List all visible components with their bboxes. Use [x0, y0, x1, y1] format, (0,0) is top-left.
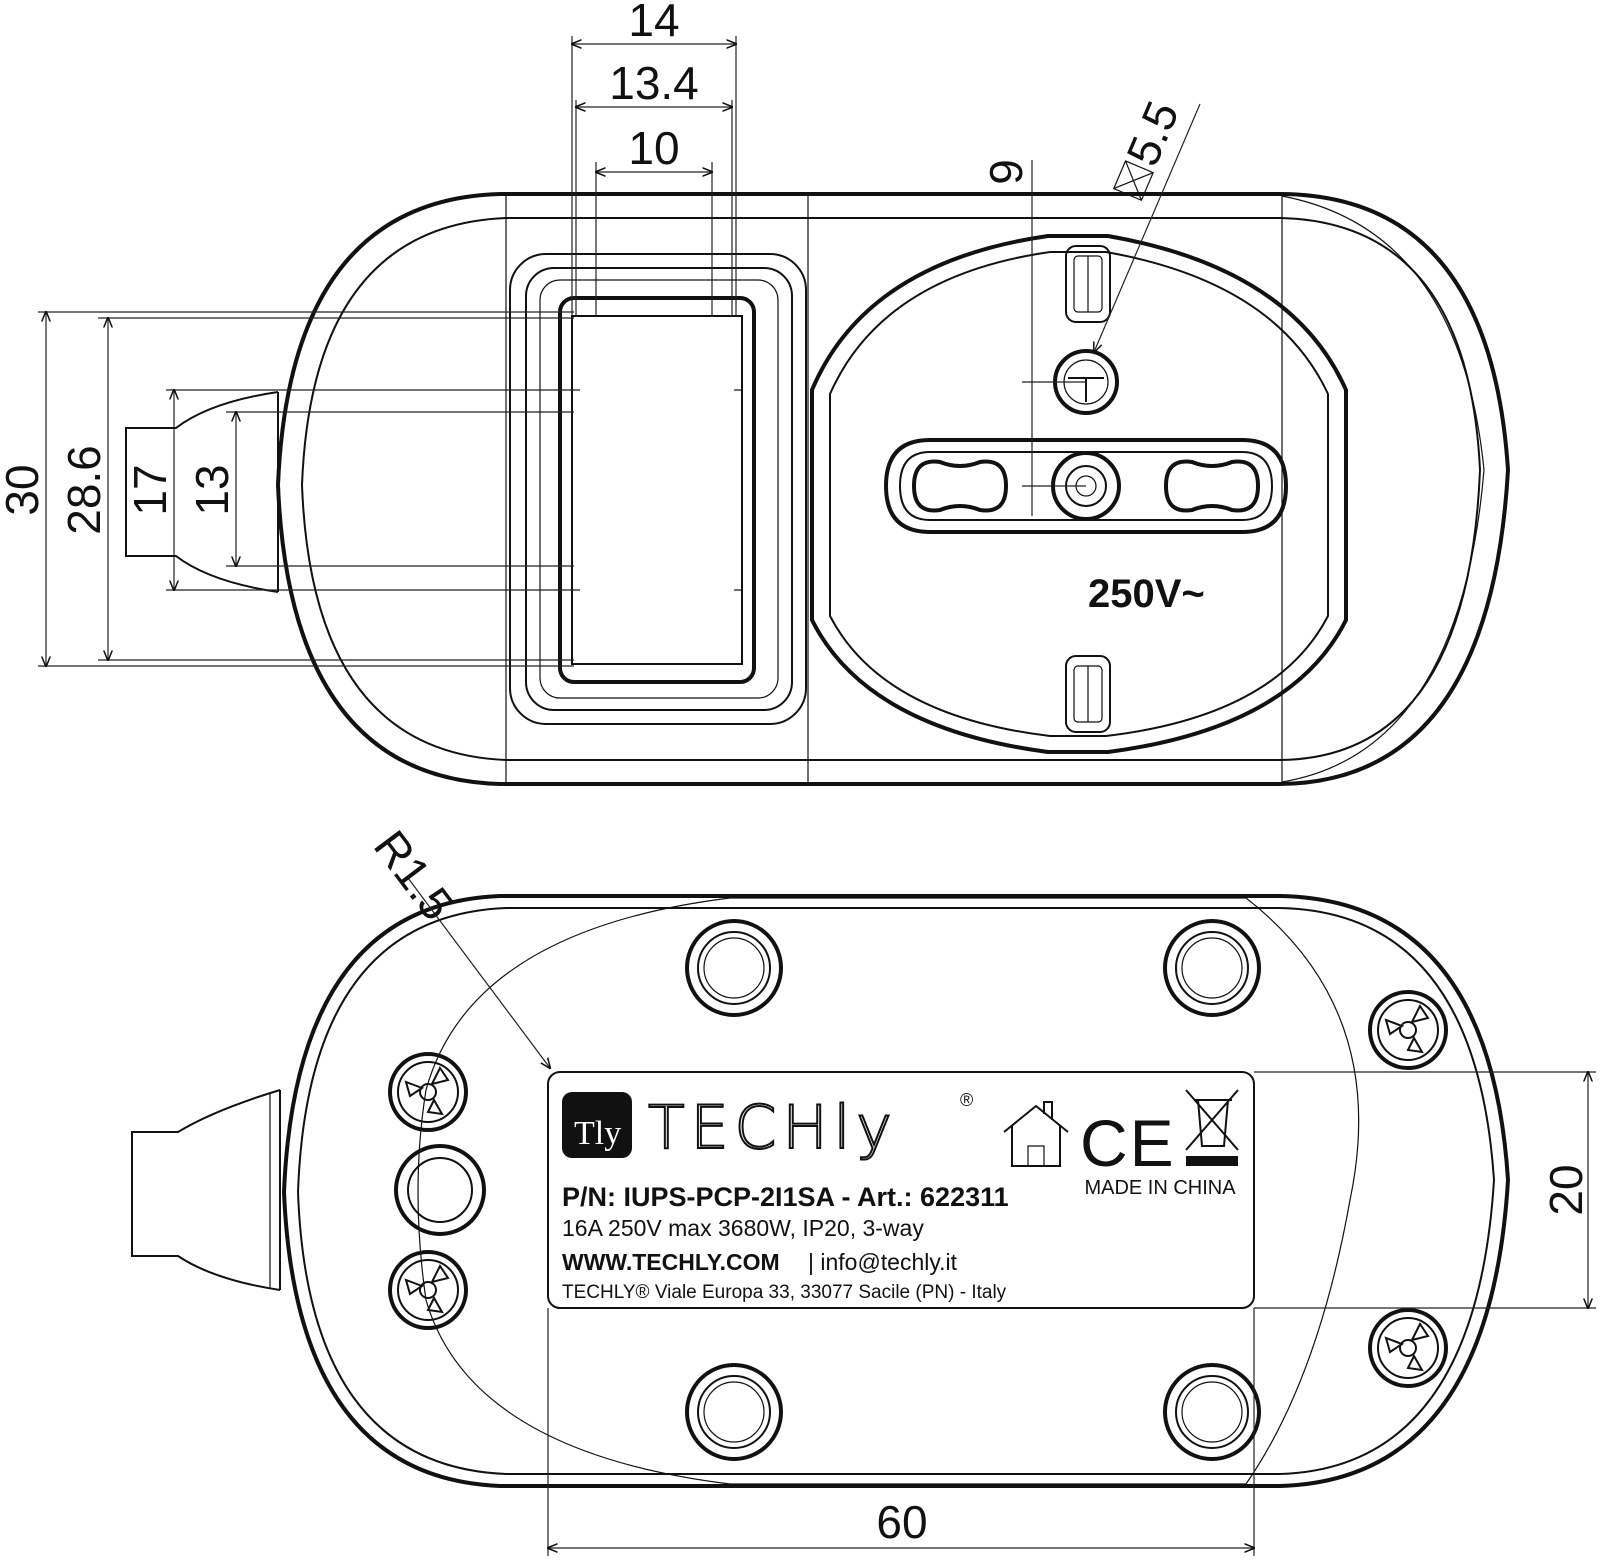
- bottom-body-outline: [281, 894, 1511, 1488]
- dim-60: 60: [876, 1496, 927, 1548]
- specs: 16A 250V max 3680W, IP20, 3-way: [562, 1215, 924, 1241]
- dim-9: 9: [980, 159, 1032, 185]
- top-body-inner-contour: [300, 217, 1482, 761]
- registered-mark: ®: [960, 1090, 973, 1110]
- website: WWW.TECHLY.COM: [562, 1249, 780, 1275]
- email: | info@techly.it: [808, 1249, 958, 1275]
- top-view: 250V~ 14 13.4 10 9: [0, 0, 1511, 786]
- dim-r1-5: R1.5: [364, 821, 464, 930]
- ce-mark-icon: CE: [1080, 1106, 1176, 1180]
- house-icon: [1003, 1101, 1069, 1167]
- dim-width-group: 14 13.4 10: [572, 0, 736, 316]
- part-number: P/N: IUPS-PCP-2I1SA - Art.: 622311: [562, 1182, 1009, 1212]
- voltage-mark: 250V~: [1088, 572, 1205, 616]
- dim-label-height: 20: [1254, 1072, 1596, 1308]
- weee-bin-icon: [1185, 1089, 1239, 1166]
- dim-14: 14: [628, 0, 679, 46]
- cord-strain-relief: [125, 391, 279, 593]
- made-in: MADE IN CHINA: [1084, 1177, 1236, 1199]
- brand-wordmark: TECHly: [648, 1093, 898, 1163]
- dim-17: 17: [124, 464, 176, 515]
- dim-28-6: 28.6: [58, 445, 110, 535]
- bottom-view: Tly TECHly ® CE MADE IN CHINA P/N: IUPS-…: [131, 821, 1596, 1556]
- dim-socket-offset: 9: [980, 159, 1086, 516]
- top-body-outline: [275, 192, 1511, 786]
- dim-label-width: 60: [548, 1308, 1254, 1556]
- screw-icon: [388, 990, 1448, 1388]
- product-label: Tly TECHly ® CE MADE IN CHINA P/N: IUPS-…: [547, 1071, 1255, 1309]
- dim-20: 20: [1540, 1164, 1592, 1215]
- dim-13-4: 13.4: [609, 57, 699, 109]
- cord-strain-relief-bottom: [131, 1089, 281, 1291]
- address: TECHLY® Viale Europa 33, 33077 Sacile (P…: [562, 1282, 1007, 1303]
- foot-pad-icon: [394, 919, 1261, 1461]
- italian-schuko-socket: 250V~: [810, 234, 1348, 754]
- switch-window: [509, 253, 807, 725]
- dim-10: 10: [628, 122, 679, 174]
- dim-13: 13: [186, 464, 238, 515]
- logo-letters: Tly: [574, 1115, 621, 1152]
- dim-height-group: 30 28.6 17 13: [0, 312, 574, 666]
- brand-logo-icon: [562, 1092, 632, 1158]
- dim-30: 30: [0, 464, 48, 515]
